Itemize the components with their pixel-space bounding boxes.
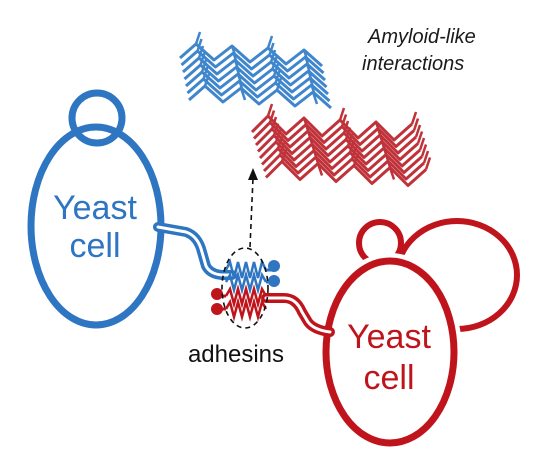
blue-amyloid-side-chain xyxy=(200,59,208,73)
red-amyloid-side-chain xyxy=(340,114,348,127)
red-amyloid-side-chain xyxy=(270,116,278,130)
zoom-arrow-line xyxy=(249,177,254,248)
blue-amyloid-side-chain xyxy=(239,87,247,101)
red-cell-label-line1: Yeast xyxy=(347,318,431,356)
red-amyloid-side-chain xyxy=(410,111,418,125)
blue-amyloid-side-chain xyxy=(199,52,206,66)
interaction-label-line2: interactions xyxy=(362,53,464,75)
adhesin-knobs xyxy=(211,260,280,315)
red-amyloid-side-chain xyxy=(422,150,430,164)
red-amyloid-side-chain xyxy=(338,107,346,121)
blue-amyloid-side-chain xyxy=(194,31,202,45)
blue-amyloid-side-chain xyxy=(196,38,203,52)
red-amyloid-side-chain xyxy=(348,140,356,153)
red-amyloid-strand xyxy=(264,160,427,187)
red-amyloid-side-chain xyxy=(278,142,286,156)
red-amyloid-side-chain xyxy=(424,157,432,170)
red-amyloid-side-chain xyxy=(274,129,282,143)
blue-amyloid-side-chain xyxy=(266,35,274,49)
red-amyloid-side-chain xyxy=(418,137,426,151)
red-amyloid-side-chain xyxy=(268,110,276,123)
red-amyloid-side-chain xyxy=(352,153,360,166)
red-amyloid-side-chain xyxy=(266,103,274,117)
red-adhesin-upper xyxy=(224,284,268,309)
blue-amyloid-side-chain xyxy=(202,66,209,80)
red-amyloid-side-chain xyxy=(416,131,424,144)
red-amyloid-side-chain xyxy=(388,167,396,180)
red-amyloid-side-chain xyxy=(346,133,354,147)
blue-cell-label-line2: cell xyxy=(69,227,120,265)
blue-amyloid-side-chain xyxy=(197,45,205,59)
red-cell-body xyxy=(322,257,458,447)
blue-amyloid-side-chain xyxy=(274,70,281,84)
blue-amyloid-strand xyxy=(186,77,331,103)
blue-adhesin-upper xyxy=(224,258,268,279)
red-amyloid-side-chain xyxy=(316,163,324,176)
blue-cell-label-line1: Yeast xyxy=(53,189,137,227)
adhesins-label: adhesins xyxy=(188,341,284,368)
blue-amyloid-strands xyxy=(179,31,332,110)
red-adhesin-knob-2 xyxy=(211,303,223,315)
blue-amyloid-side-chain xyxy=(275,77,283,91)
red-yeast-cell xyxy=(261,218,520,451)
blue-amyloid-side-chain xyxy=(268,42,275,56)
blue-amyloid-side-chain xyxy=(272,63,280,77)
blue-adhesin-knob-1 xyxy=(268,260,280,272)
red-amyloid-strand xyxy=(262,153,425,181)
blue-stalk xyxy=(153,222,237,280)
red-amyloid-side-chain xyxy=(342,120,350,134)
amyloid-structure xyxy=(179,31,432,187)
red-amyloid-side-chain xyxy=(350,146,358,160)
red-amyloid-side-chain xyxy=(412,118,420,131)
red-adhesin-knob-1 xyxy=(211,288,223,300)
blue-stalk-highlight xyxy=(156,225,234,277)
red-stalk-highlight xyxy=(264,296,332,334)
blue-amyloid-side-chain xyxy=(311,91,319,105)
adhesin-interaction xyxy=(224,258,268,322)
red-cell-label-line2: cell xyxy=(363,359,414,397)
red-amyloid-side-chain xyxy=(280,149,288,162)
blue-adhesin-lower xyxy=(224,270,268,295)
red-adhesin-lower xyxy=(224,297,268,322)
red-amyloid-side-chain xyxy=(344,127,352,140)
blue-amyloid-side-chain xyxy=(203,73,211,87)
red-amyloid-side-chain xyxy=(276,136,284,149)
red-amyloid-strand xyxy=(260,147,423,174)
adhesin-highlight-ellipse xyxy=(221,247,269,329)
red-amyloid-side-chain xyxy=(272,123,280,136)
red-amyloid-strands xyxy=(250,103,432,187)
blue-cell-bud xyxy=(68,89,126,147)
blue-adhesin-knob-2 xyxy=(268,275,280,287)
blue-yeast-cell xyxy=(27,89,237,329)
red-amyloid-side-chain xyxy=(420,144,428,157)
blue-amyloid-side-chain xyxy=(271,56,278,70)
interaction-label-line1: Amyloid-like xyxy=(367,26,476,48)
blue-amyloid-strand xyxy=(188,84,332,110)
zoom-arrow-head xyxy=(248,168,258,180)
blue-amyloid-side-chain xyxy=(269,49,277,63)
red-amyloid-side-chain xyxy=(414,124,422,138)
